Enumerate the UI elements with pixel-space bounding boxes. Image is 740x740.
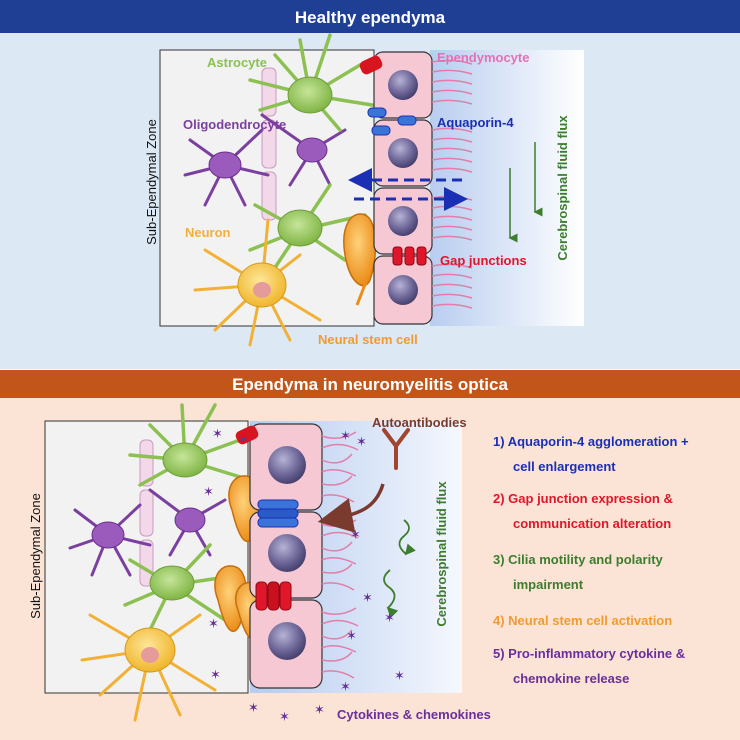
svg-text:✶: ✶ [238, 433, 249, 448]
bottom-oligo-body-2 [174, 507, 206, 533]
label-aquaporin: Aquaporin-4 [437, 115, 514, 130]
label-gap-junctions: Gap junctions [440, 253, 527, 268]
bottom-astrocyte-body-2 [149, 565, 195, 601]
finding-3-line-1: 3) Cilia motility and polarity [493, 552, 664, 567]
autoantibody-icon [382, 428, 410, 470]
svg-text:✶: ✶ [279, 710, 290, 725]
top-neuron [193, 218, 322, 347]
top-neuron-nucleus [253, 282, 271, 298]
bottom-astrocyte-body-1 [162, 442, 208, 478]
finding-1-line-1: 1) Aquaporin-4 agglomeration + [493, 434, 689, 449]
bottom-astrocyte [123, 403, 252, 632]
top-axon [261, 67, 277, 221]
svg-text:✶: ✶ [394, 669, 405, 684]
bottom-neuron [80, 613, 217, 722]
top-astro-endfoot [359, 55, 383, 75]
autoantibody-arrow [317, 483, 385, 533]
bottom-neuron-nucleus [141, 647, 159, 663]
label-oligodendrocyte: Oligodendrocyte [183, 117, 286, 132]
top-oligo-body-1 [208, 151, 242, 179]
bottom-axon [139, 439, 154, 587]
svg-text:✶: ✶ [356, 435, 367, 450]
top-header-bar [0, 0, 740, 33]
nmo-findings-list: 1) Aquaporin-4 agglomeration + cell enla… [493, 434, 689, 686]
top-stem-cell-process [355, 281, 368, 306]
svg-text:✶: ✶ [212, 427, 223, 442]
svg-text:✶: ✶ [314, 703, 325, 718]
finding-2-line-2: communication alteration [513, 516, 671, 531]
label-astrocyte: Astrocyte [207, 55, 267, 70]
bottom-oligo-body-1 [91, 521, 125, 549]
svg-text:✶: ✶ [346, 629, 357, 644]
finding-5-line-1: 5) Pro-inflammatory cytokine & [493, 646, 685, 661]
top-gap-junctions [392, 246, 427, 266]
finding-4-line-1: 4) Neural stem cell activation [493, 613, 672, 628]
bottom-aquaporin-cluster [257, 499, 299, 528]
bottom-astro-endfoot [235, 425, 259, 445]
bottom-oligodendrocyte [68, 488, 227, 577]
label-csf-flux-bottom: Cerebrospinal fluid flux [434, 481, 449, 627]
top-oligodendrocyte [183, 113, 347, 207]
svg-text:✶: ✶ [350, 528, 361, 543]
finding-1-line-2: cell enlargement [513, 459, 616, 474]
top-title: Healthy ependyma [295, 8, 446, 27]
svg-text:✶: ✶ [384, 611, 395, 626]
svg-text:✶: ✶ [203, 485, 214, 500]
label-cytokines: Cytokines & chemokines [337, 707, 491, 722]
top-cilia [431, 59, 473, 309]
top-astrocyte-body-1 [287, 76, 333, 114]
bottom-gap-junction-cluster [255, 581, 292, 611]
finding-3-line-2: impairment [513, 577, 584, 592]
top-oligo-body-2 [296, 137, 328, 163]
bottom-zone-label: Sub-Ependymal Zone [28, 493, 43, 619]
svg-text:✶: ✶ [340, 680, 351, 695]
label-ependymocyte: Ependymocyte [437, 50, 529, 65]
bottom-header-bar [0, 370, 740, 398]
finding-5-line-2: chemokine release [513, 671, 629, 686]
bottom-csf-arrow-2 [383, 569, 399, 619]
svg-text:✶: ✶ [248, 701, 259, 716]
label-autoantibodies: Autoantibodies [372, 415, 467, 430]
svg-text:✶: ✶ [208, 617, 219, 632]
finding-2-line-1: 2) Gap junction expression & [493, 491, 673, 506]
top-aquaporin-channels [367, 107, 417, 136]
top-ependymocyte-nuclei [388, 70, 418, 305]
bottom-ependymocyte-nuclei [268, 446, 306, 660]
top-astrocyte-body-2 [277, 209, 323, 247]
svg-text:✶: ✶ [362, 591, 373, 606]
svg-text:✶: ✶ [340, 429, 351, 444]
bottom-csf-arrow-1 [398, 519, 416, 556]
label-neural-stem-cell: Neural stem cell [318, 332, 418, 347]
label-neuron: Neuron [185, 225, 231, 240]
top-astrocyte [248, 33, 374, 277]
cytokine-stars: ✶ ✶ ✶ ✶ ✶ ✶ ✶ ✶ ✶ ✶ ✶ ✶ ✶ ✶ ✶ ✶ [203, 427, 405, 725]
svg-text:✶: ✶ [210, 668, 221, 683]
top-zone-label: Sub-Ependymal Zone [144, 119, 159, 245]
bottom-title: Ependyma in neuromyelitis optica [232, 375, 508, 394]
label-csf-flux-top: Cerebrospinal fluid flux [555, 115, 570, 261]
